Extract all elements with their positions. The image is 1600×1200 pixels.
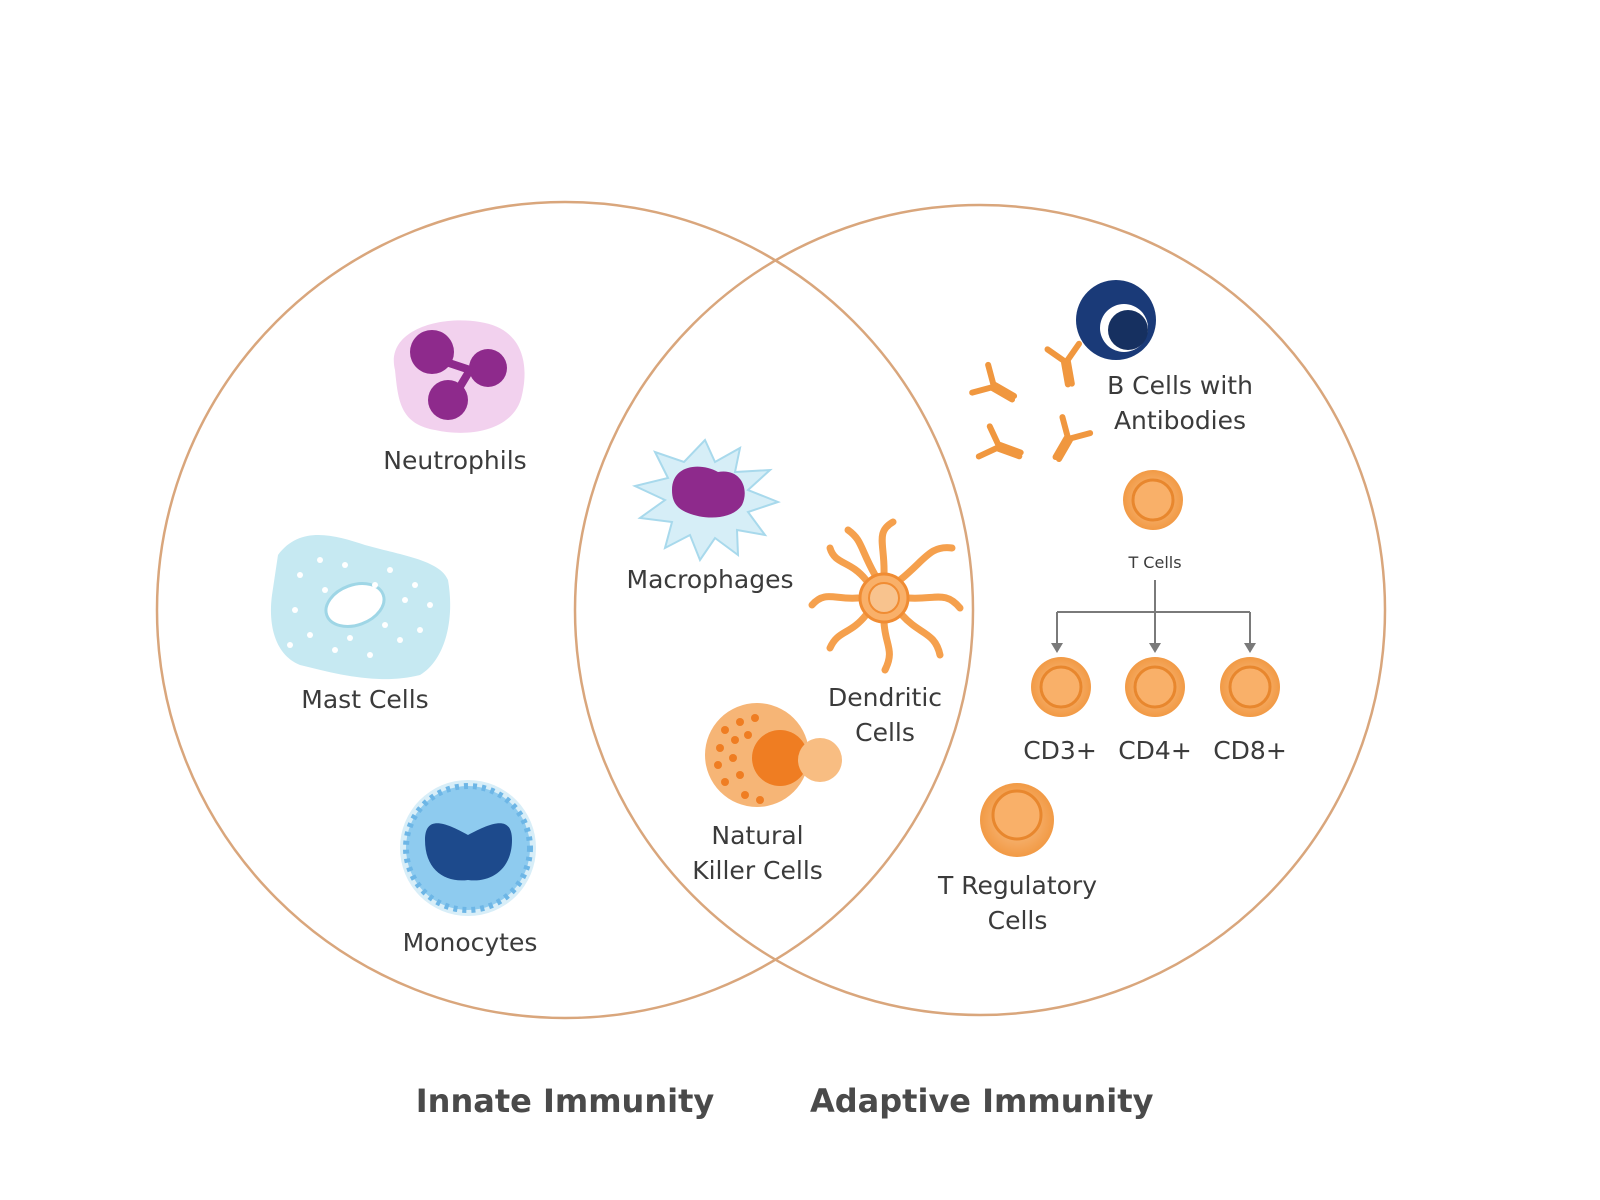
label-mast-cells: Mast Cells bbox=[301, 685, 429, 714]
t-cell-branch-arrows bbox=[1056, 580, 1251, 645]
innate-circle bbox=[155, 200, 975, 1020]
adaptive-immunity-title: Adaptive Immunity bbox=[810, 1082, 1154, 1120]
adaptive-circle bbox=[573, 203, 1387, 1017]
antibody-icon bbox=[972, 344, 1090, 470]
innate-immunity-title: Innate Immunity bbox=[415, 1082, 715, 1120]
b-cell-icon bbox=[1076, 280, 1156, 360]
label-monocytes: Monocytes bbox=[402, 928, 538, 957]
label-cd3: CD3+ bbox=[1023, 736, 1097, 765]
mast-cell-icon bbox=[270, 535, 451, 680]
label-neutrophils: Neutrophils bbox=[383, 446, 527, 475]
label-t-cells: T Cells bbox=[1128, 553, 1182, 572]
macrophage-icon bbox=[631, 438, 781, 563]
neutrophil-icon bbox=[393, 320, 525, 433]
t-regulatory-icon bbox=[980, 783, 1054, 857]
nk-cell-icon bbox=[705, 703, 842, 807]
monocyte-icon bbox=[400, 780, 536, 916]
label-cd8: CD8+ bbox=[1213, 736, 1287, 765]
label-cd4: CD4+ bbox=[1118, 736, 1192, 765]
label-macrophages: Macrophages bbox=[626, 565, 794, 594]
dendritic-cell-icon bbox=[808, 518, 964, 674]
arrow-heads bbox=[1051, 643, 1256, 653]
